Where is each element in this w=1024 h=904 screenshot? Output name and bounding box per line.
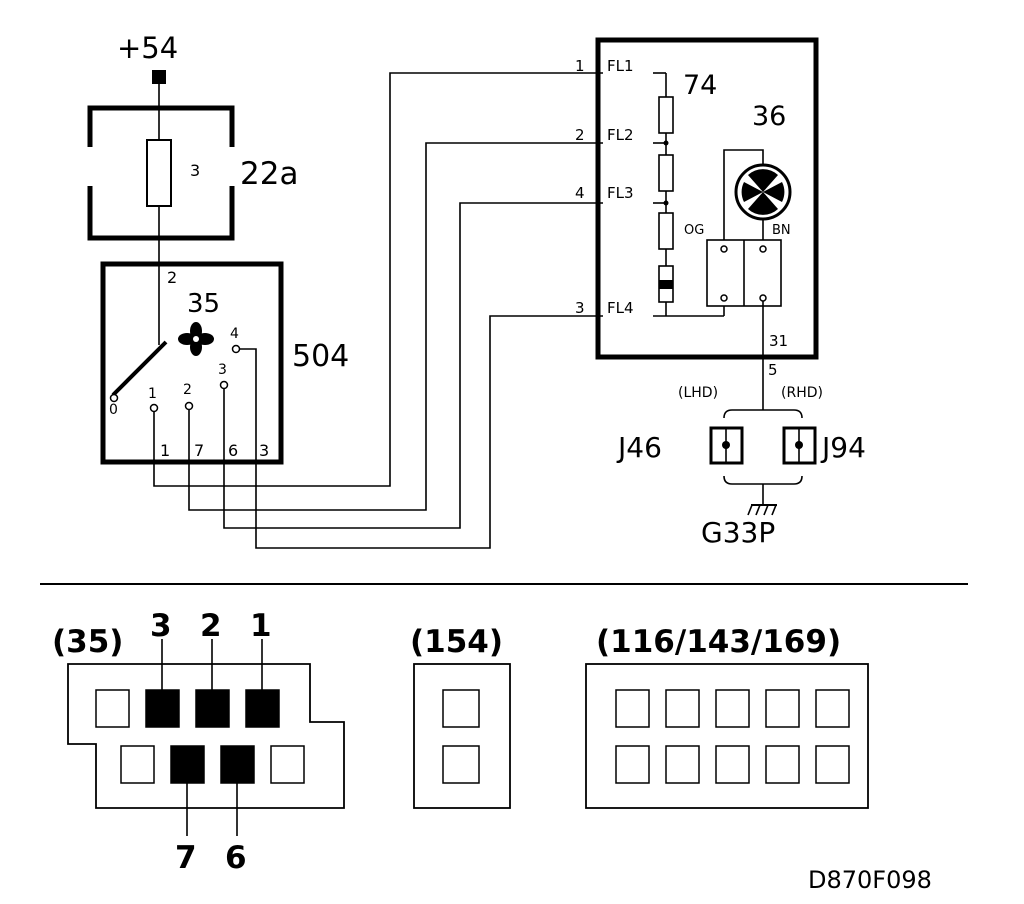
module-pin-fl3: FL3 [607,184,634,202]
wire-fl3 [223,202,603,529]
junction-j46-label: J46 [616,431,662,464]
connector-35-pin-2: 2 [200,608,222,644]
module-pin-4: 4 [575,184,585,202]
supply-terminal [152,70,166,84]
switch-pos-1: 1 [148,386,157,402]
rhd-label: (RHD) [781,385,823,401]
switch-bottom-pin-6: 6 [228,441,238,460]
connector-35-pin-6: 6 [225,840,247,876]
connector-35-label: (35) [52,624,123,660]
ground-symbol [747,484,777,516]
switch-pos-4: 4 [230,326,239,342]
switch-pos-2: 2 [183,382,192,398]
wire-fl2 [188,142,603,511]
fuse-box-label: 22a [240,156,298,192]
resistor-module-box [595,37,819,360]
resistor-chain [653,72,725,317]
fan-connector [706,239,782,307]
fuse-number: 3 [190,161,200,180]
wire-bn-label: BN [772,223,791,238]
junction-j94 [782,426,817,465]
connector-35-cavities [95,639,305,836]
module-pin-3: 3 [575,299,585,317]
fan-icon [178,322,214,356]
wire-og-label: OG [684,223,704,238]
junction-j94-label: J94 [820,431,866,464]
ground-wire-number: 5 [768,361,778,379]
switch-wiper-arm [111,340,168,397]
resistor-3 [658,212,674,250]
switch-bottom-pin-3: 3 [259,441,269,460]
connector-154-label: (154) [410,624,503,660]
module-pin-fl4: FL4 [607,299,634,317]
switch-bottom-pin-1: 1 [160,441,170,460]
junction-j46 [709,426,744,465]
fan-motor [723,149,792,245]
connector-35-pin-3: 3 [150,608,172,644]
connector-35-outline [67,663,345,809]
ground-split-bracket [723,409,803,419]
module-label: 74 [683,70,717,101]
switch-id-label: 35 [187,289,220,319]
resistor-1 [658,96,674,134]
resistor-2 [658,154,674,192]
switch-pos-0: 0 [109,402,118,418]
module-pin-2: 2 [575,126,585,144]
fuse-symbol [146,139,172,207]
blower-switch-box [100,261,284,465]
switch-to-module-wires [153,72,603,549]
wire-fl4 [240,315,603,549]
fuse-box [87,105,235,241]
module-pin-fl2: FL2 [607,126,634,144]
connector-116-outline [585,663,869,809]
module-pin-1: 1 [575,57,585,75]
switch-label: 504 [292,339,349,374]
figure-id: D870F098 [808,866,932,894]
connector-35-pin-1: 1 [250,608,272,644]
supply-label: +54 [117,31,178,65]
ground-point-label: G33P [701,516,775,549]
switch-input-pin: 2 [167,268,177,287]
switch-pos-3: 3 [218,362,227,378]
connector-116-cavities [615,689,850,784]
lhd-label: (LHD) [678,385,718,401]
ground-join-bracket [723,475,803,485]
connector-154-outline [413,663,511,809]
connector-154-cavities [442,689,480,784]
connector-116-label: (116/143/169) [596,624,841,660]
switch-contacts [109,344,241,413]
switch-bottom-pin-7: 7 [194,441,204,460]
connector-35-pin-7: 7 [175,840,197,876]
fan-motor-label: 36 [752,101,786,132]
module-ground-pin: 31 [769,332,788,350]
module-pin-fl1: FL1 [607,57,634,75]
wire-fl1 [153,72,603,487]
